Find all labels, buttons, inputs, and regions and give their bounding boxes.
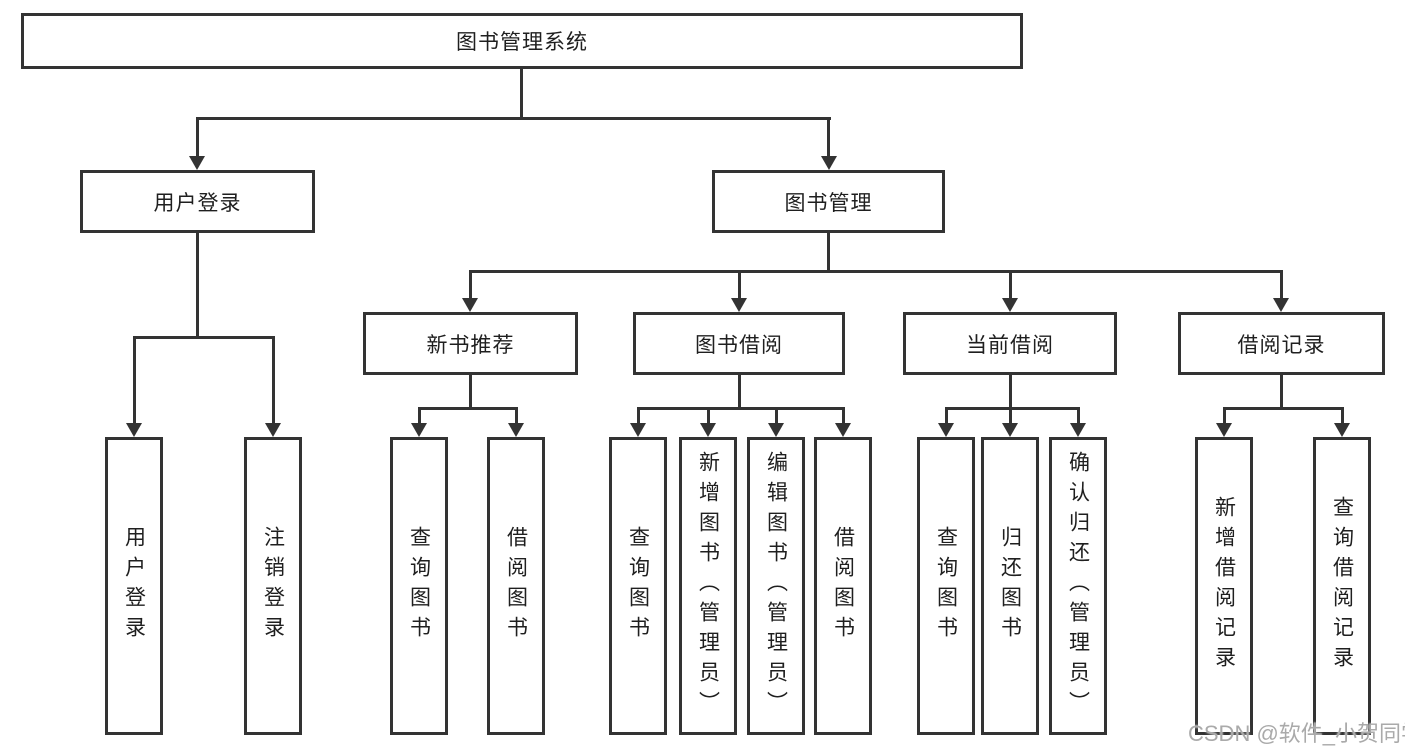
connector-l3-stem [1280, 375, 1283, 410]
arrowhead [1216, 423, 1232, 437]
connector-bookmgmt-bus [469, 270, 1283, 273]
connector-userlogin-bus [133, 336, 275, 339]
node-label: 用户登录 [122, 526, 146, 646]
connector-drop-leaf [1223, 407, 1226, 424]
arrowhead [1002, 423, 1018, 437]
node-label: 图书管理 [784, 191, 873, 215]
connector-root-stem [520, 69, 523, 118]
connector-drop-leaf [1009, 407, 1012, 424]
arrowhead [462, 298, 478, 312]
connector-root-bus [196, 117, 831, 120]
connector-drop-leaf [945, 407, 948, 424]
connector-drop-leaf [418, 407, 421, 424]
connector-drop-leaf [637, 407, 640, 424]
node-label: 查询借阅记录 [1330, 496, 1354, 676]
node-book-borrowing: 图书借阅 [633, 312, 845, 375]
connector-drop-leaf [1341, 407, 1344, 424]
node-label: 借阅图书 [504, 526, 528, 646]
watermark: CSDN @软件_小贺同学 [1188, 721, 1405, 746]
connector-drop-leaf [775, 407, 778, 424]
node-label: 用户登录 [153, 191, 242, 215]
connector-l3-stem [1009, 375, 1012, 410]
leaf-return-books: 归还图书 [981, 437, 1039, 735]
node-label: 新增借阅记录 [1212, 496, 1236, 676]
connector-l3-stem [738, 375, 741, 410]
leaf-query-borrow-record: 查询借阅记录 [1313, 437, 1371, 735]
leaf-add-borrow-record: 新增借阅记录 [1195, 437, 1253, 735]
connector-l3-bus [1223, 407, 1344, 410]
node-label: 归还图书 [998, 526, 1022, 646]
arrowhead [700, 423, 716, 437]
arrowhead [731, 298, 747, 312]
node-label: 图书管理系统 [456, 31, 588, 54]
arrowhead [126, 423, 142, 437]
leaf-add-books-admin: 新增图书（管理员） [679, 437, 737, 735]
leaf-borrow-books-1: 借阅图书 [487, 437, 545, 735]
connector-drop-l3 [1280, 270, 1283, 300]
arrowhead [1002, 298, 1018, 312]
connector-l3-bus [418, 407, 518, 410]
node-label: 查询图书 [407, 526, 431, 646]
node-label: 查询图书 [626, 526, 650, 646]
node-label: 注销登录 [261, 526, 285, 646]
leaf-query-books-1: 查询图书 [390, 437, 448, 735]
node-borrowing-records: 借阅记录 [1178, 312, 1385, 375]
connector-userlogin-stem [196, 233, 199, 339]
leaf-confirm-return-admin: 确认归还（管理员） [1049, 437, 1107, 735]
arrowhead [630, 423, 646, 437]
node-label: 当前借阅 [966, 333, 1054, 357]
connector-drop-leaf [515, 407, 518, 424]
connector-drop-leaf [133, 336, 136, 424]
connector-drop-l3 [1009, 270, 1012, 300]
node-label: 编辑图书（管理员） [764, 451, 788, 721]
node-label: 确认归还（管理员） [1066, 451, 1090, 721]
arrowhead [265, 423, 281, 437]
arrowhead [821, 156, 837, 170]
node-label: 图书借阅 [695, 333, 783, 357]
connector-drop-leaf [707, 407, 710, 424]
leaf-logout: 注销登录 [244, 437, 302, 735]
connector-drop-l3 [738, 270, 741, 300]
connector-drop-leaf [272, 336, 275, 424]
arrowhead [189, 156, 205, 170]
arrowhead [508, 423, 524, 437]
arrowhead [835, 423, 851, 437]
arrowhead [411, 423, 427, 437]
connector-l3-bus [637, 407, 845, 410]
arrowhead [938, 423, 954, 437]
connector-l3-stem [469, 375, 472, 410]
connector-drop-leaf [1077, 407, 1080, 424]
leaf-user-login: 用户登录 [105, 437, 163, 735]
leaf-borrow-books-2: 借阅图书 [814, 437, 872, 735]
connector-drop-leaf [842, 407, 845, 424]
node-label: 借阅图书 [831, 526, 855, 646]
connector-drop-book-management [827, 117, 830, 158]
node-label: 新增图书（管理员） [696, 451, 720, 721]
node-label: 借阅记录 [1237, 333, 1326, 357]
connector-drop-l3 [469, 270, 472, 300]
node-label: 查询图书 [934, 526, 958, 646]
node-book-management: 图书管理 [712, 170, 945, 233]
arrowhead [1070, 423, 1086, 437]
leaf-query-books-2: 查询图书 [609, 437, 667, 735]
connector-bookmgmt-stem [827, 233, 830, 273]
connector-l3-bus [945, 407, 1080, 410]
leaf-query-books-3: 查询图书 [917, 437, 975, 735]
node-new-book-recommendation: 新书推荐 [363, 312, 578, 375]
node-user-login-group: 用户登录 [80, 170, 315, 233]
node-library-management-system: 图书管理系统 [21, 13, 1023, 69]
arrowhead [1273, 298, 1289, 312]
arrowhead [1334, 423, 1350, 437]
leaf-edit-books-admin: 编辑图书（管理员） [747, 437, 805, 735]
connector-drop-user-login [196, 117, 199, 158]
node-label: 新书推荐 [426, 333, 515, 357]
node-current-borrowing: 当前借阅 [903, 312, 1117, 375]
arrowhead [768, 423, 784, 437]
